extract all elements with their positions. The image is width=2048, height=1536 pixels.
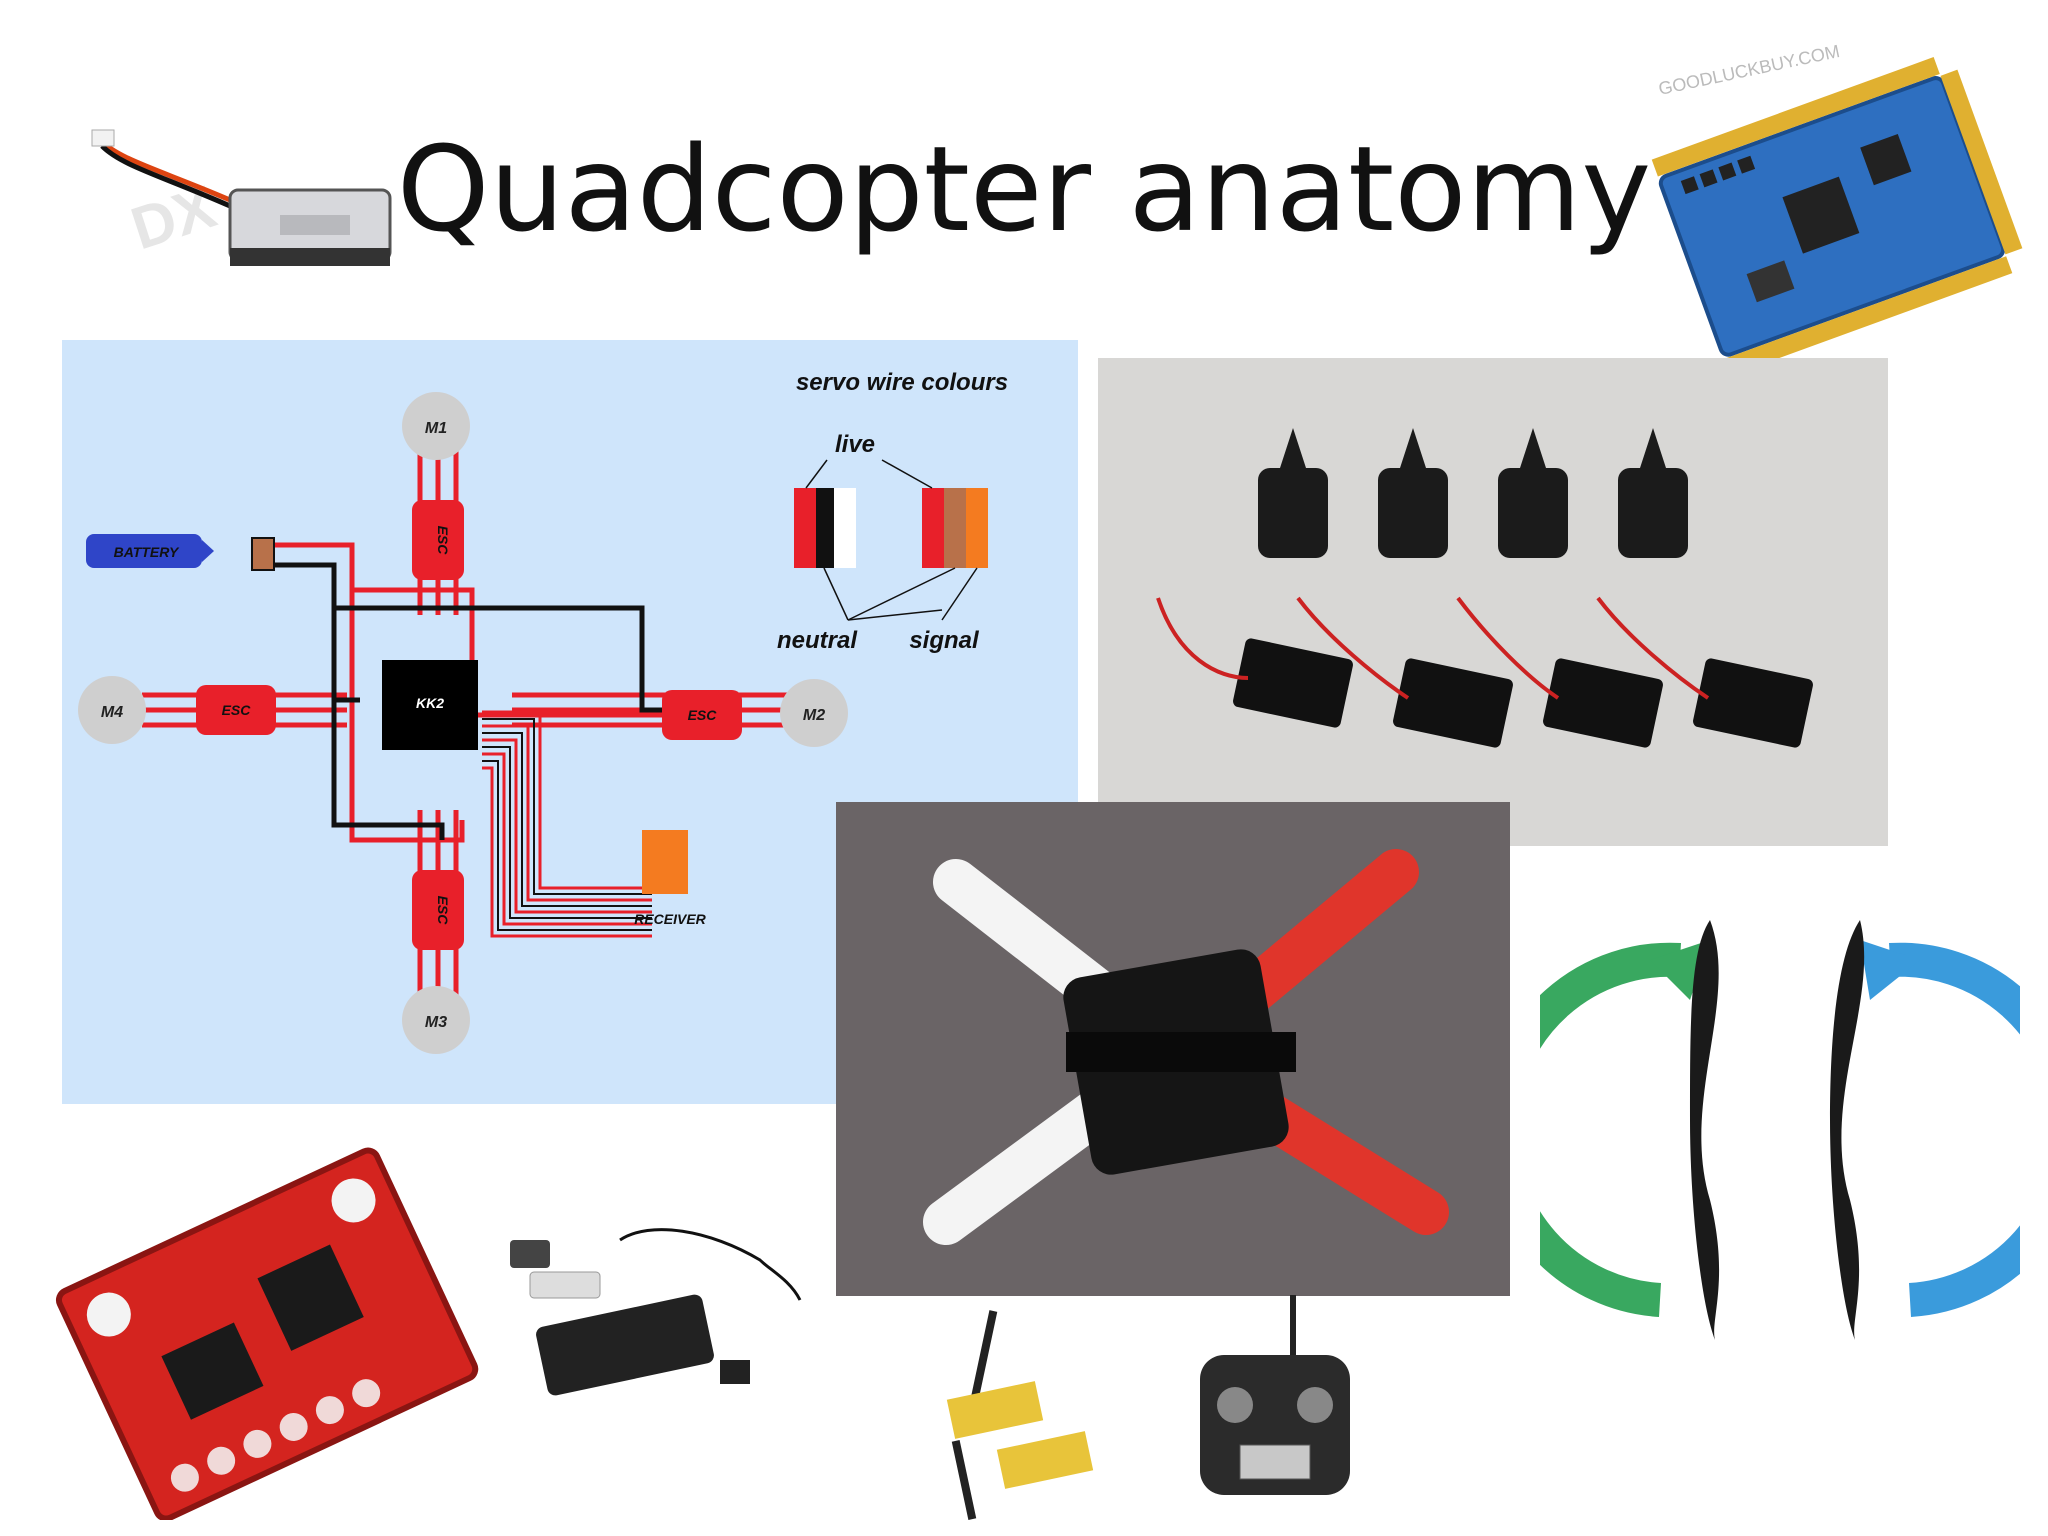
motors-and-escs-image [1098, 358, 1888, 846]
telemetry-radio-image [946, 1310, 1094, 1520]
motor-m4: M4 [78, 676, 146, 744]
esc-left: ESC [196, 685, 276, 735]
receiver-wires [482, 710, 652, 938]
kk2-label: KK2 [416, 695, 444, 711]
esc-top: ESC [412, 500, 464, 580]
quadcopter-frame-image [836, 802, 1510, 1296]
flight-controller-board-image: GOODLUCKBUY.COM [1651, 41, 2023, 360]
legend-pointer-lines [805, 459, 978, 621]
motor-m4-label: M4 [101, 704, 123, 721]
motor-m1: M1 [402, 392, 470, 460]
slide-title: Quadcopter anatomy [396, 120, 1652, 258]
esc-right: ESC [662, 690, 742, 740]
legend-live-label: live [835, 431, 875, 458]
legend-title: servo wire colours [796, 369, 1008, 396]
kk2-controller: KK2 [382, 660, 478, 750]
motor-m3-label: M3 [425, 1014, 447, 1031]
battery: BATTERY [86, 534, 275, 571]
legend-neutral-label: neutral [777, 627, 858, 654]
esc-top-label: ESC [435, 526, 451, 556]
receiver-label: RECEIVER [634, 911, 706, 927]
esc-bottom: ESC [412, 870, 464, 950]
camera-module-image [510, 1228, 802, 1396]
esc-bottom-label: ESC [435, 896, 451, 926]
motor-m3: M3 [402, 986, 470, 1054]
fc-watermark: GOODLUCKBUY.COM [1657, 41, 1842, 99]
power-red-wires [262, 542, 742, 843]
rc-transmitter-image [1200, 1295, 1350, 1495]
esc-right-label: ESC [688, 707, 718, 723]
battery-watermark: DX [123, 173, 223, 262]
lipo-battery-image: DX [91, 129, 392, 266]
battery-label: BATTERY [114, 544, 180, 560]
motor-m2-label: M2 [803, 707, 825, 724]
propellers-image [1540, 920, 2020, 1340]
legend-signal-label: signal [909, 627, 980, 654]
imu-sensor-board-image [55, 1147, 479, 1520]
legend-wire-set-1 [794, 488, 856, 568]
legend-wire-set-2 [922, 488, 988, 568]
esc-left-label: ESC [222, 702, 252, 718]
motor-m2: M2 [780, 679, 848, 747]
receiver: RECEIVER [634, 830, 707, 927]
motor-m1-label: M1 [425, 420, 447, 437]
power-black-wires [262, 562, 662, 840]
